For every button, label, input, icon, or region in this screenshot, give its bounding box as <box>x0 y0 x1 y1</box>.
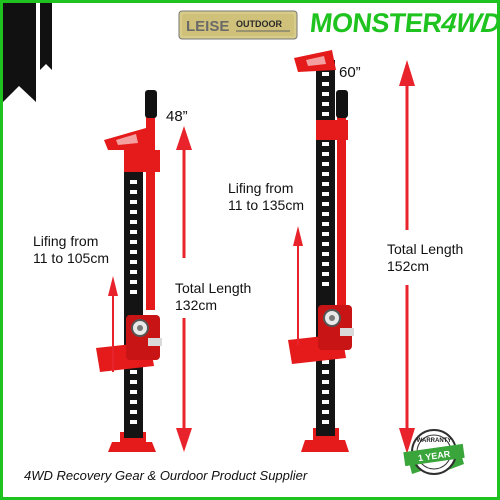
total-line1-48: Total Length <box>175 280 252 296</box>
total-length-60: Total Length 152cm <box>387 241 463 275</box>
lift-line1-48: Lifing from <box>33 233 99 249</box>
total-length-48: Total Length 132cm <box>175 280 251 314</box>
badge-top-text: WARRANTY <box>417 438 452 444</box>
footer-tagline: 4WD Recovery Gear & Ourdoor Product Supp… <box>24 468 308 483</box>
svg-text:OUTDOOR: OUTDOOR <box>236 19 282 29</box>
svg-text:LEISE: LEISE <box>186 18 229 35</box>
warranty-badge-icon <box>403 429 465 475</box>
total-line1-60: Total Length <box>387 241 464 257</box>
total-length-arrow-48 <box>176 126 192 452</box>
corner-ribbon-icon <box>3 3 52 102</box>
badge-main-text: 1 YEAR <box>417 449 451 463</box>
leise-outdoor-logo: LEISE OUTDOOR <box>178 10 298 40</box>
jack-60-image <box>288 50 354 452</box>
total-line2-60: 152cm <box>387 258 430 274</box>
lift-range-48: Lifing from 11 to 105cm <box>33 233 109 267</box>
size-label-60: 60” <box>339 64 361 81</box>
lift-line1-60: Lifing from <box>228 180 294 196</box>
lift-arrow-48 <box>108 276 118 372</box>
total-line2-48: 132cm <box>175 297 218 313</box>
jack-48-image <box>96 90 162 452</box>
total-length-arrow-60 <box>399 60 415 454</box>
lift-arrow-60 <box>293 226 303 345</box>
lift-range-60: Lifing from 11 to 135cm <box>228 180 304 214</box>
size-label-48: 48” <box>166 108 188 125</box>
lift-line2-48: 11 to 105cm <box>33 250 110 266</box>
lift-line2-60: 11 to 135cm <box>228 197 305 213</box>
